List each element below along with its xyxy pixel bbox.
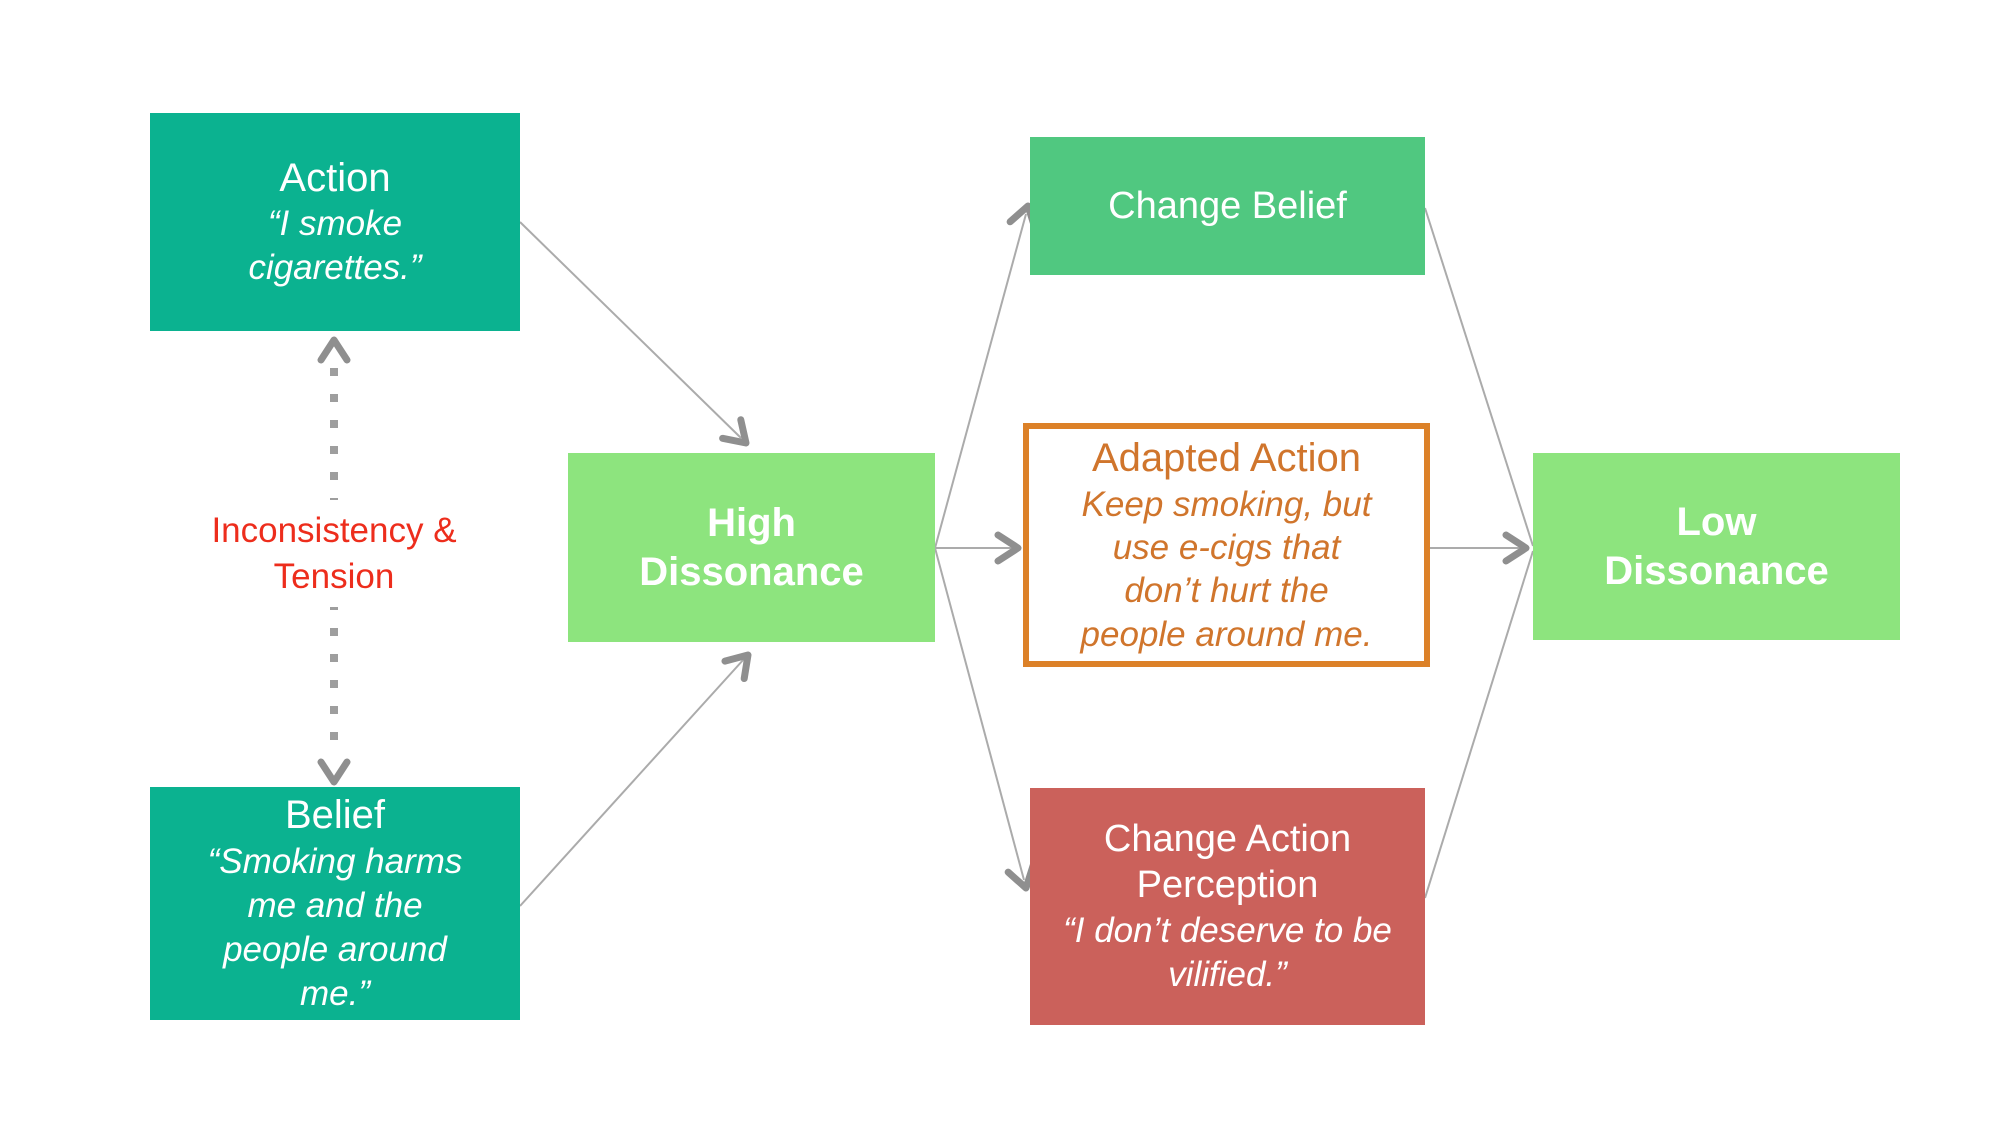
arrowhead-icon xyxy=(719,416,750,447)
low-dissonance-title: Low Dissonance xyxy=(1604,499,1829,593)
arrow-belief-to-high-dissonance xyxy=(519,651,752,907)
belief-box: Belief “Smoking harms me and the people … xyxy=(150,787,520,1020)
action-quote: “I smoke cigarettes.” xyxy=(248,204,422,288)
inconsistency-double-arrow-line xyxy=(317,336,351,786)
line-change-belief-to-low-dissonance xyxy=(1424,207,1534,547)
belief-title: Belief xyxy=(284,792,386,837)
line-change-action-perception-to-low-dissonance xyxy=(1424,550,1534,899)
arrow-high-to-adapted-action xyxy=(935,531,1022,565)
adapted-action-quote: Keep smoking, but use e-cigs that don’t … xyxy=(1080,484,1373,654)
inconsistency-tension-label: Inconsistency & Tension xyxy=(202,500,466,607)
arrow-action-to-high-dissonance xyxy=(519,221,750,447)
arrow-adapted-action-to-low-dissonance xyxy=(1430,531,1530,565)
low-dissonance-box: Low Dissonance xyxy=(1533,453,1900,640)
belief-quote: “Smoking harms me and the people around … xyxy=(207,841,463,1013)
change-action-perception-box: Change Action Perception “I don’t deserv… xyxy=(1030,788,1425,1025)
change-belief-title: Change Belief xyxy=(1108,184,1347,227)
arrowhead-icon xyxy=(721,651,752,683)
arrowhead-down-icon xyxy=(317,758,351,786)
action-box: Action “I smoke cigarettes.” xyxy=(150,113,520,331)
high-dissonance-box: High Dissonance xyxy=(568,453,935,642)
adapted-action-title: Adapted Action xyxy=(1091,435,1362,480)
change-action-perception-title: Change Action Perception xyxy=(1103,818,1352,907)
arrowhead-icon xyxy=(1502,531,1530,565)
arrowhead-up-icon xyxy=(317,336,351,364)
adapted-action-box: Adapted Action Keep smoking, but use e-c… xyxy=(1023,423,1430,667)
change-belief-box: Change Belief xyxy=(1030,137,1425,275)
change-action-perception-quote: “I don’t deserve to be vilified.” xyxy=(1063,910,1392,994)
high-dissonance-title: High Dissonance xyxy=(639,500,864,594)
arrowhead-icon xyxy=(994,531,1022,565)
action-title: Action xyxy=(279,155,391,200)
